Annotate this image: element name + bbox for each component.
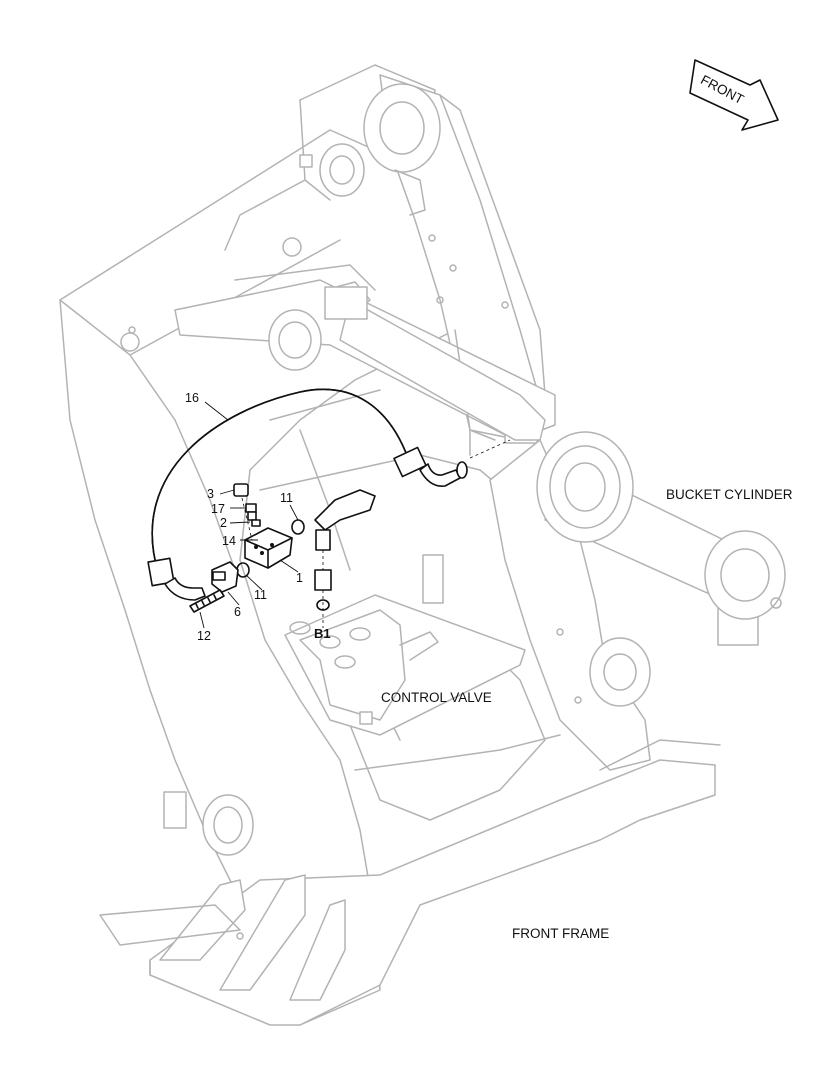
callout-14: 14 (222, 534, 236, 548)
callout-numbers: 16 3 17 2 14 11 1 11 6 12 B1 (185, 391, 331, 643)
callout-16: 16 (185, 391, 199, 405)
label-front-frame: FRONT FRAME (512, 926, 609, 941)
callout-17: 17 (211, 502, 225, 516)
label-bucket-cylinder: BUCKET CYLINDER (666, 487, 793, 502)
hose-16 (147, 388, 468, 601)
callout-12: 12 (197, 629, 211, 643)
callout-3: 3 (207, 487, 214, 501)
callout-6: 6 (234, 605, 241, 619)
component-labels: BUCKET CYLINDER CONTROL VALVE FRONT FRAM… (381, 487, 793, 941)
front-direction-arrow: FRONT (689, 59, 779, 131)
control-valve-drawing (284, 594, 526, 736)
callout-1: 1 (296, 571, 303, 585)
fittings (189, 439, 511, 628)
label-control-valve: CONTROL VALVE (381, 690, 492, 705)
callout-11-top: 11 (280, 491, 293, 505)
bucket-cylinder-drawing (324, 286, 786, 620)
callout-11-bottom: 11 (254, 588, 267, 602)
callout-2: 2 (220, 516, 227, 530)
port-label-b1: B1 (314, 626, 331, 641)
leader-lines (199, 401, 299, 629)
